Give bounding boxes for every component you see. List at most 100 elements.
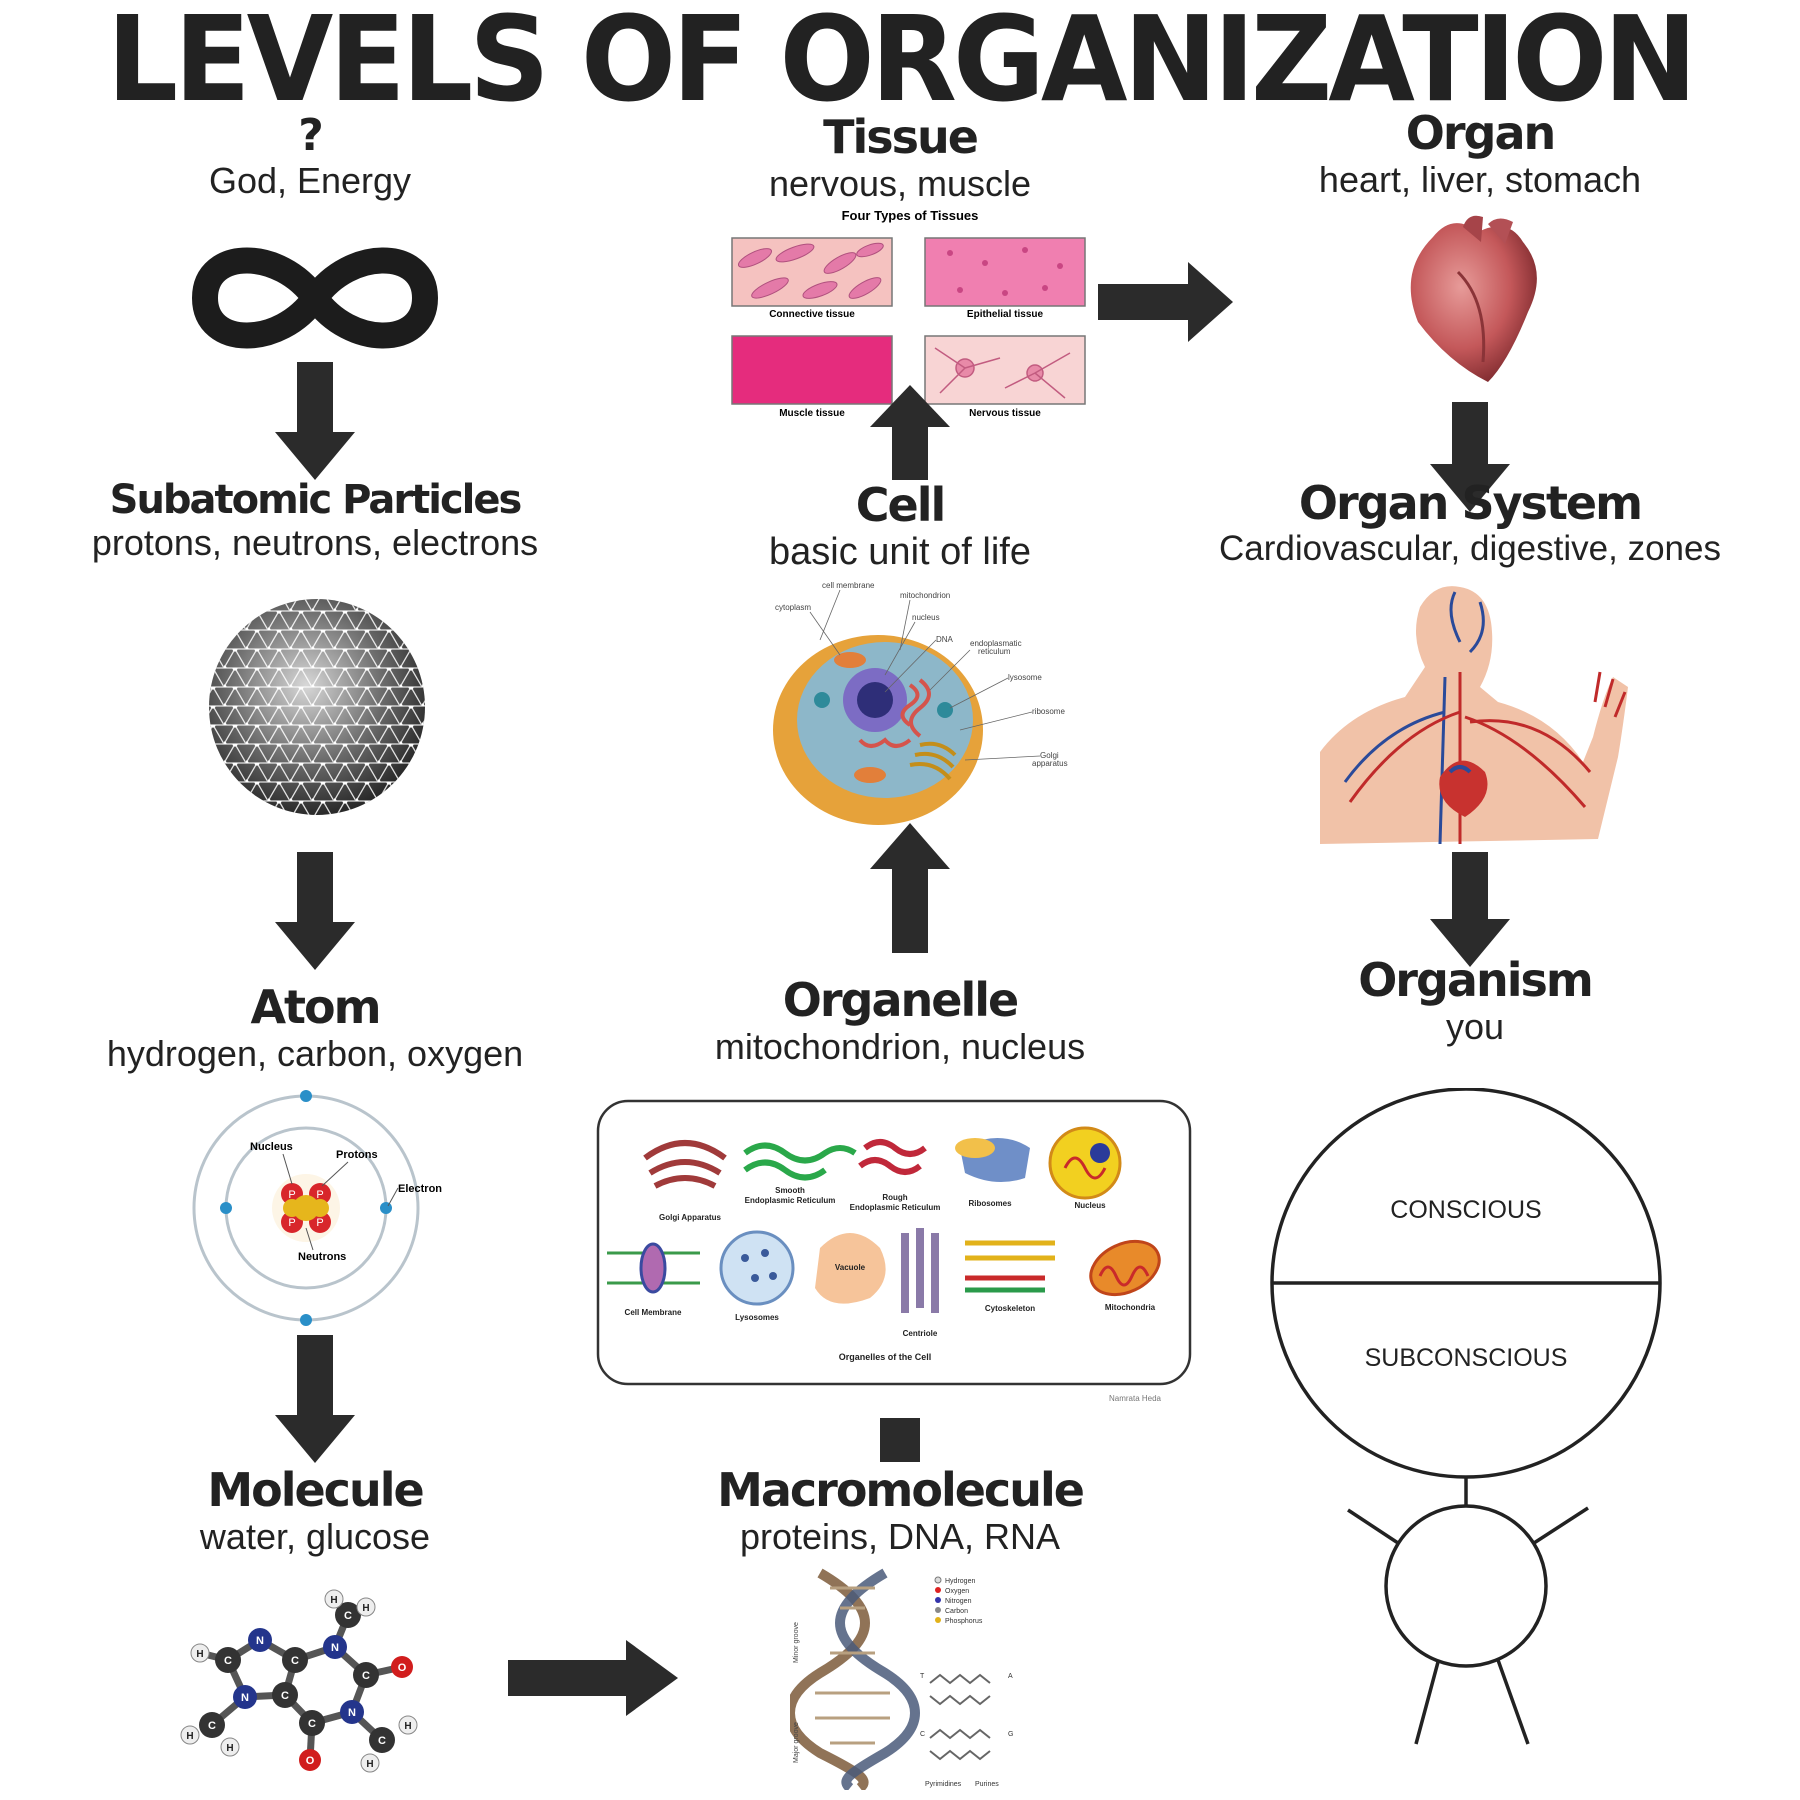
level-macromolecule: Macromolecule proteins, DNA, RNA <box>690 1465 1110 1557</box>
level-subatomic: Subatomic Particles protons, neutrons, e… <box>60 478 570 563</box>
cardiovascular-system-image <box>1320 586 1628 844</box>
organelle-label: Nucleus <box>1074 1201 1106 1210</box>
atom-letter: C <box>308 1718 316 1730</box>
organelles-figure: Golgi Apparatus Smooth Endoplasmic Retic… <box>596 1099 1192 1403</box>
organelle-label: Rough <box>882 1193 907 1202</box>
atom-letter: H <box>366 1759 373 1770</box>
level-organism: Organism you <box>1290 955 1660 1047</box>
down-arrow-icon <box>275 852 355 970</box>
molecule-model-image: N N N N C C C C C C C C O O H H H H H H … <box>180 1589 418 1773</box>
mind-label-subconscious: SUBCONSCIOUS <box>1365 1344 1568 1372</box>
svg-text:ribosome: ribosome <box>1032 707 1065 716</box>
atom-letter: O <box>306 1755 315 1767</box>
atom-letter: C <box>208 1720 216 1732</box>
atom-label-electron: Electron <box>398 1183 442 1195</box>
tissue-types-figure: Four Types of Tissues Connective tissue … <box>731 208 1086 419</box>
level-examples: nervous, muscle <box>768 162 1032 204</box>
dna-base-letter: G <box>1008 1731 1013 1738</box>
level-examples: protons, neutrons, electrons <box>91 522 539 563</box>
dna-legend-item: Phosphorus <box>945 1618 983 1625</box>
tissue-label-muscle: Muscle tissue <box>779 408 845 419</box>
organelle-label: Centriole <box>903 1329 938 1338</box>
atom-letter: H <box>330 1595 337 1606</box>
level-examples: heart, liver, stomach <box>1318 158 1642 200</box>
atom-label-neutrons: Neutrons <box>298 1251 346 1263</box>
level-examples: you <box>1445 1005 1505 1047</box>
dna-base-letter: A <box>1008 1673 1013 1680</box>
svg-text:mitochondrion: mitochondrion <box>900 591 950 600</box>
cell-labels: cell membrane mitochondrion cytoplasm nu… <box>775 581 1068 768</box>
atom-letter: C <box>224 1655 232 1667</box>
svg-text:apparatus: apparatus <box>1032 759 1068 768</box>
atom-letter: N <box>256 1635 264 1647</box>
atom-label-protons: Protons <box>336 1149 378 1161</box>
right-arrow-icon <box>1098 262 1233 342</box>
svg-text:DNA: DNA <box>936 635 954 644</box>
organelle-label: Cell Membrane <box>625 1308 682 1317</box>
atom-letter: H <box>196 1649 203 1660</box>
organelle-label: Mitochondria <box>1105 1303 1156 1312</box>
dna-base-label: Pyrimidines <box>925 1781 962 1788</box>
atom-letter: N <box>241 1692 249 1704</box>
level-heading: Macromolecule <box>717 1463 1085 1517</box>
level-heading: Organism <box>1358 953 1594 1007</box>
organelle-label: Golgi Apparatus <box>659 1213 721 1222</box>
dna-structure-image: Minor groove Major groove Hydrogen Oxyge… <box>790 1568 1013 1790</box>
level-heading: Organelle <box>782 973 1019 1027</box>
level-organ-system: Organ System Cardiovascular, digestive, … <box>1190 478 1750 569</box>
atom-letter: C <box>344 1610 352 1622</box>
atom-letter: H <box>186 1731 193 1742</box>
tissue-figure-title: Four Types of Tissues <box>842 208 979 223</box>
svg-text:cytoplasm: cytoplasm <box>775 603 811 612</box>
up-arrow-icon <box>870 385 950 480</box>
level-tissue: Tissue nervous, muscle <box>700 112 1100 204</box>
atom-letter: C <box>362 1670 370 1682</box>
organelle-label: Lysosomes <box>735 1313 779 1322</box>
atom-letter: O <box>398 1662 407 1674</box>
down-arrow-icon <box>1430 852 1510 967</box>
dna-groove-label: Major groove <box>793 1722 800 1763</box>
level-molecule: Molecule water, glucose <box>130 1465 500 1557</box>
dna-legend-item: Nitrogen <box>945 1598 972 1605</box>
dna-legend-item: Oxygen <box>945 1588 969 1595</box>
level-examples: hydrogen, carbon, oxygen <box>106 1032 524 1074</box>
level-cell: Cell basic unit of life <box>700 480 1100 574</box>
proton-label: P <box>316 1217 323 1229</box>
svg-text:reticulum: reticulum <box>978 647 1011 656</box>
proton-label: P <box>288 1217 295 1229</box>
svg-text:Golgi: Golgi <box>1040 751 1059 760</box>
atom-letter: N <box>348 1707 356 1719</box>
subatomic-sphere-image <box>209 599 425 815</box>
level-heading: Tissue <box>823 110 979 164</box>
infinity-icon <box>191 247 439 349</box>
up-arrow-icon <box>870 823 950 953</box>
level-organ: Organ heart, liver, stomach <box>1280 108 1680 200</box>
organelle-figure-credit: Namrata Heda <box>1109 1394 1162 1403</box>
level-examples: Cardiovascular, digestive, zones <box>1219 528 1721 568</box>
dna-groove-label: Minor groove <box>793 1622 800 1663</box>
organelle-label: Ribosomes <box>968 1199 1012 1208</box>
dna-legend-item: Hydrogen <box>945 1578 975 1585</box>
down-arrow-icon <box>275 1335 355 1463</box>
atom-letter: C <box>378 1735 386 1747</box>
organelle-figure-caption: Organelles of the Cell <box>839 1352 932 1362</box>
down-arrow-icon <box>1430 402 1510 512</box>
level-examples: proteins, DNA, RNA <box>739 1515 1061 1557</box>
dna-legend-item: Carbon <box>945 1608 968 1615</box>
level-heading: Subatomic Particles <box>109 477 523 523</box>
level-examples: basic unit of life <box>769 530 1031 573</box>
level-source: ? God, Energy <box>180 111 440 202</box>
tissue-label-connective: Connective tissue <box>769 309 855 320</box>
svg-text:lysosome: lysosome <box>1008 673 1042 682</box>
page-title: LEVELS OF ORGANIZATION <box>106 0 1697 129</box>
atom-letter: H <box>362 1603 369 1614</box>
atom-label-nucleus: Nucleus <box>250 1141 293 1153</box>
mind-label-conscious: CONSCIOUS <box>1390 1196 1541 1224</box>
organelle-label: Endoplasmic Reticulum <box>850 1203 941 1212</box>
level-heading: Cell <box>855 478 947 532</box>
organelle-label: Cytoskeleton <box>985 1304 1035 1313</box>
tissue-label-epithelial: Epithelial tissue <box>967 309 1044 320</box>
tissue-label-nervous: Nervous tissue <box>969 408 1041 419</box>
level-examples: mitochondrion, nucleus <box>714 1025 1086 1067</box>
svg-text:endoplasmatic: endoplasmatic <box>970 639 1022 648</box>
